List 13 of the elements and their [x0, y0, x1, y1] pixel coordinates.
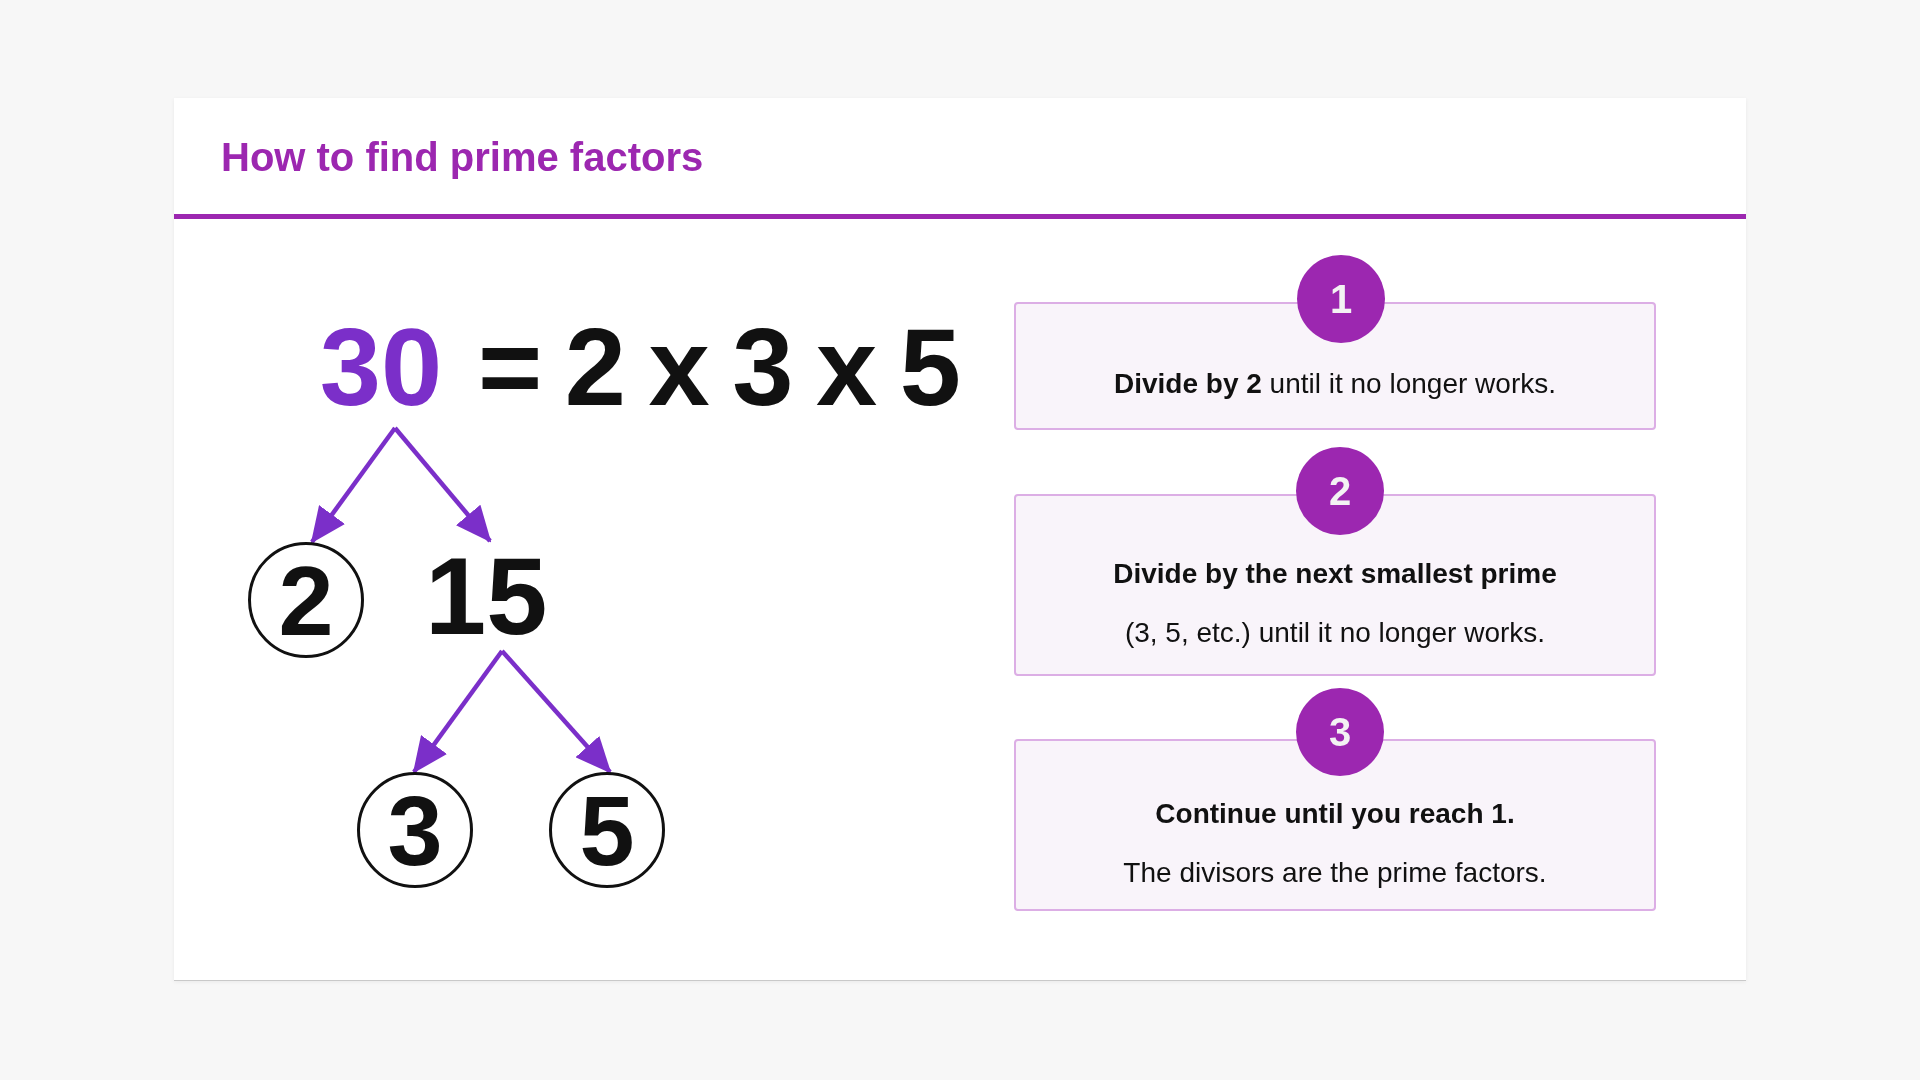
arrow	[500, 649, 612, 774]
step-description: The divisors are the prime factors.	[1123, 855, 1547, 890]
step-description: (3, 5, etc.) until it no longer works.	[1124, 615, 1546, 650]
arrow	[310, 426, 397, 544]
arrow	[393, 426, 492, 543]
step-heading: Divide by the next smallest prime	[1113, 556, 1557, 591]
arrow	[412, 649, 504, 774]
quotient-number: 15	[425, 541, 547, 651]
equation-text: = 2 x 3 x 5	[478, 312, 961, 422]
starting-number: 30	[318, 312, 444, 428]
slide-title: How to find prime factors	[221, 134, 704, 181]
step-heading: Continue until you reach 1.	[1155, 796, 1515, 831]
step-description: Divide by 2 until it no longer works.	[1114, 367, 1556, 401]
